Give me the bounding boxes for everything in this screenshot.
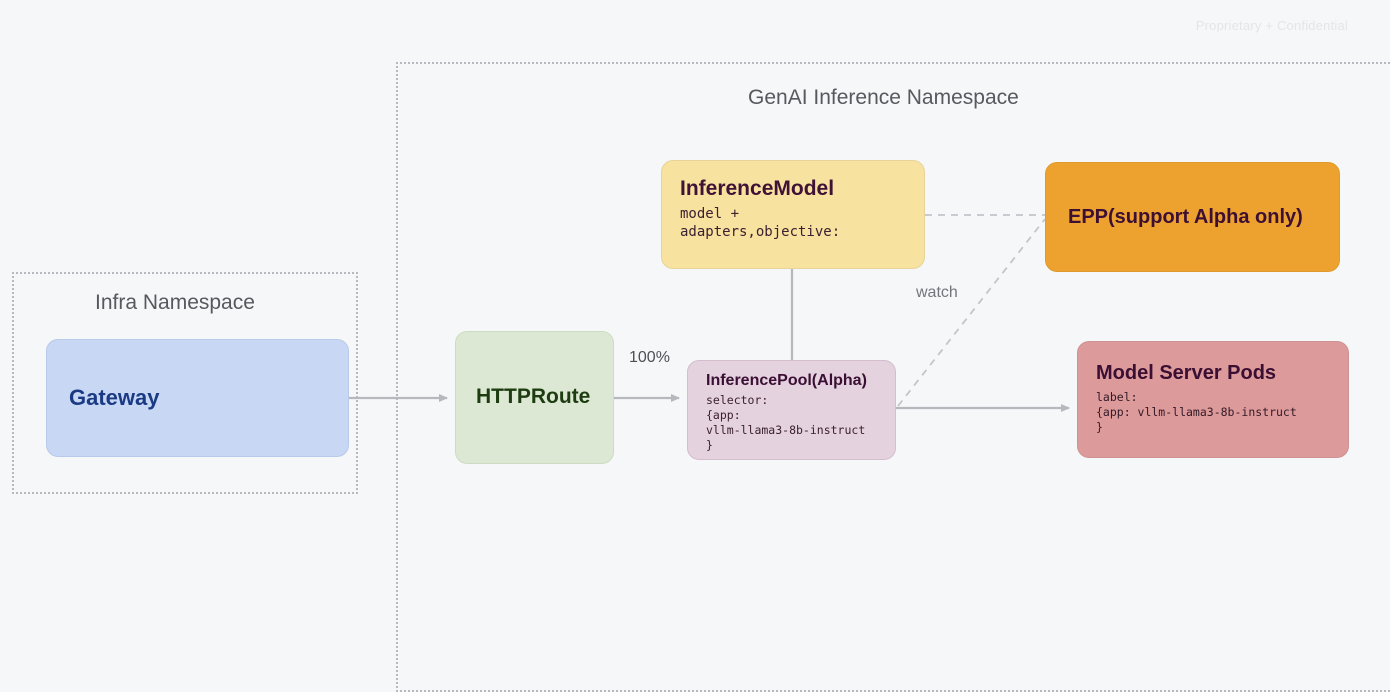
node-inference-pool-line4: } (706, 438, 713, 453)
node-httproute-title: HTTPRoute (476, 385, 591, 409)
edge-label-traffic-weight: 100% (629, 349, 670, 366)
node-gateway-title: Gateway (69, 385, 160, 411)
node-inference-model-line1: model + (680, 206, 740, 223)
infra-namespace-container (12, 272, 358, 494)
node-inference-pool-line2: {app: (706, 408, 741, 423)
edge-label-watch: watch (916, 284, 958, 301)
node-inference-pool[interactable]: InferencePool(Alpha) selector: {app: vll… (687, 360, 896, 460)
node-epp[interactable]: EPP(support Alpha only) (1045, 162, 1340, 272)
node-model-server-pods-line1: label: (1096, 390, 1138, 404)
node-inference-model[interactable]: InferenceModel model + adapters,objectiv… (661, 160, 925, 269)
node-inference-pool-title: InferencePool(Alpha) (706, 372, 867, 389)
node-httproute[interactable]: HTTPRoute (455, 331, 614, 464)
node-epp-title: EPP(support Alpha only) (1068, 205, 1303, 228)
node-model-server-pods-line3: } (1096, 419, 1103, 434)
node-model-server-pods-line2: {app: vllm-llama3-8b-instruct (1096, 404, 1297, 419)
infra-namespace-title: Infra Namespace (95, 291, 255, 314)
node-model-server-pods[interactable]: Model Server Pods label: {app: vllm-llam… (1077, 341, 1349, 458)
node-gateway[interactable]: Gateway (46, 339, 349, 457)
node-inference-pool-line3: vllm-llama3-8b-instruct (706, 423, 866, 438)
confidential-watermark: Proprietary + Confidential (1195, 18, 1348, 33)
node-model-server-pods-title: Model Server Pods (1096, 362, 1277, 384)
diagram-canvas: Proprietary + Confidential Infra Namespa… (12, 18, 1390, 692)
node-inference-model-title: InferenceModel (680, 177, 835, 200)
node-inference-model-line2: adapters,objective: (680, 224, 841, 241)
genai-namespace-title: GenAI Inference Namespace (748, 86, 1019, 109)
node-inference-pool-line1: selector: (706, 393, 769, 408)
